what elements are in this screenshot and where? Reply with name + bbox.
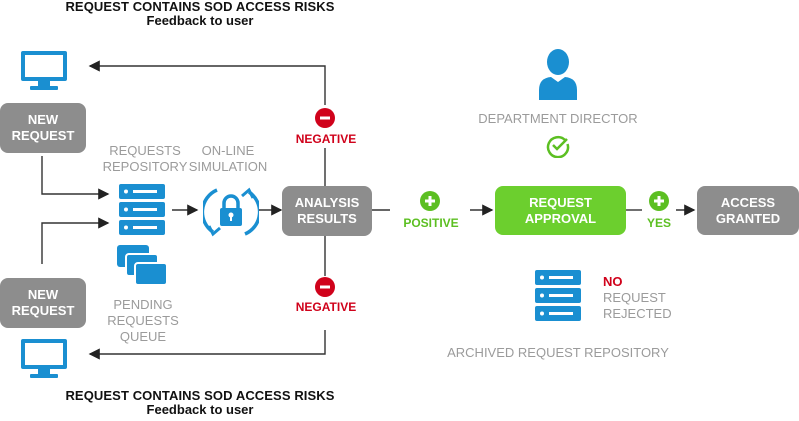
- caption-title: REQUEST CONTAINS SOD ACCESS RISKS: [65, 0, 335, 14]
- access-granted-box[interactable]: ACCESS GRANTED: [697, 186, 799, 235]
- server-icon: [535, 270, 581, 327]
- monitor-icon: [20, 50, 68, 97]
- bottom-feedback-caption: REQUEST CONTAINS SOD ACCESS RISKS Feedba…: [40, 389, 360, 417]
- new-request-box-bottom[interactable]: NEW REQUEST: [0, 278, 86, 328]
- caption-title: REQUEST CONTAINS SOD ACCESS RISKS: [65, 388, 335, 403]
- label-line: REQUESTS: [109, 143, 181, 158]
- negative-label-top: NEGATIVE: [295, 132, 357, 146]
- box-line: GRANTED: [715, 210, 781, 226]
- box-line: APPROVAL: [524, 210, 597, 226]
- pending-queue-label: PENDING REQUESTS QUEUE: [98, 297, 188, 345]
- label-line: REQUESTS: [107, 313, 179, 328]
- yes-label: YES: [646, 216, 671, 230]
- lock-sync-icon: [200, 182, 262, 247]
- check-circle-icon: [546, 134, 570, 163]
- box-line: RESULTS: [297, 211, 357, 226]
- label-line: QUEUE: [119, 329, 167, 344]
- label-line: REQUEST: [603, 290, 666, 305]
- no-label: NO: [603, 274, 623, 289]
- box-line: REQUEST: [529, 194, 592, 210]
- label-line: REPOSITORY: [102, 159, 188, 174]
- department-director-label: DEPARTMENT DIRECTOR: [478, 111, 638, 126]
- box-line: REQUEST: [11, 303, 75, 318]
- positive-label: POSITIVE: [403, 216, 459, 230]
- box-line: NEW: [27, 112, 59, 127]
- user-icon: [537, 48, 579, 105]
- minus-circle-icon: [315, 277, 335, 302]
- archived-repository-label: ARCHIVED REQUEST REPOSITORY: [447, 345, 669, 360]
- box-line: ANALYSIS: [294, 195, 360, 210]
- online-simulation-label: ON-LINE SIMULATION: [188, 143, 268, 175]
- box-line: ACCESS: [720, 194, 776, 210]
- plus-circle-icon: [649, 191, 669, 216]
- minus-circle-icon: [315, 108, 335, 133]
- label-line: REJECTED: [603, 306, 672, 321]
- analysis-results-box[interactable]: ANALYSIS RESULTS: [282, 186, 372, 236]
- monitor-icon: [20, 338, 68, 385]
- rejected-label: NO REQUEST REJECTED: [603, 274, 693, 322]
- new-request-box-top[interactable]: NEW REQUEST: [0, 103, 86, 153]
- box-line: NEW: [27, 287, 59, 302]
- request-approval-box[interactable]: REQUEST APPROVAL: [495, 186, 626, 235]
- caption-subtitle: Feedback to user: [146, 402, 254, 417]
- label-line: ON-LINE: [201, 143, 255, 158]
- stack-icon: [117, 245, 169, 294]
- label-line: SIMULATION: [188, 159, 268, 174]
- caption-subtitle: Feedback to user: [146, 13, 254, 28]
- plus-circle-icon: [420, 191, 440, 216]
- negative-label-bottom: NEGATIVE: [295, 300, 357, 314]
- label-line: PENDING: [113, 297, 173, 312]
- top-feedback-caption: REQUEST CONTAINS SOD ACCESS RISKS Feedba…: [40, 0, 360, 28]
- requests-repository-label: REQUESTS REPOSITORY: [100, 143, 190, 175]
- server-icon: [119, 184, 165, 241]
- box-line: REQUEST: [11, 128, 75, 143]
